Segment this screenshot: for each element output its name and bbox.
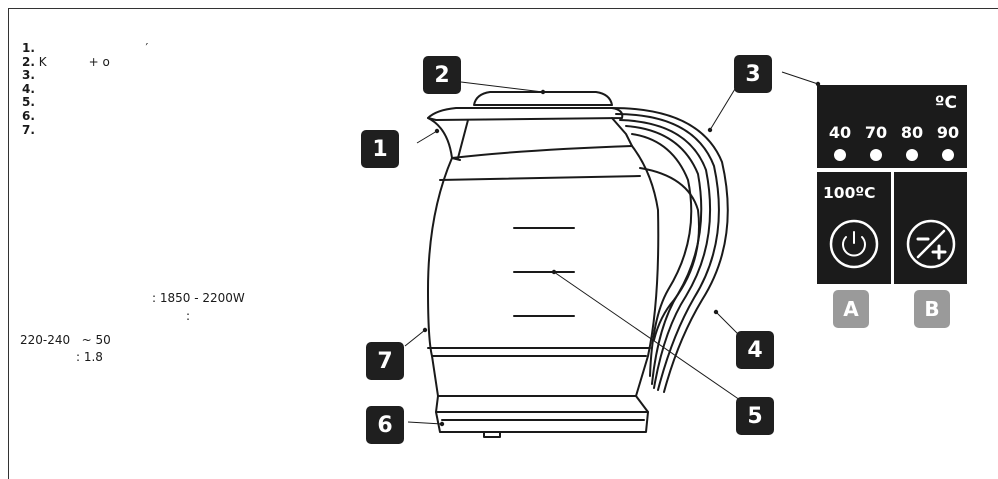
button-label-a: A — [833, 290, 869, 328]
callout-badge-7: 7 — [366, 342, 404, 380]
callout-badge-6: 6 — [366, 406, 404, 444]
frame-border — [8, 8, 998, 479]
handle — [611, 107, 729, 393]
spec-capacity: : 1.8 — [76, 350, 103, 364]
lid — [473, 91, 613, 106]
indicator-light — [859, 149, 893, 161]
callout-badge-1: 1 — [361, 130, 399, 168]
spout — [427, 117, 461, 161]
legend-item: 5. — [22, 95, 35, 110]
spec-power: : 1850 - 2200W — [152, 291, 245, 305]
power-icon — [829, 219, 879, 269]
indicator-light — [895, 149, 929, 161]
base — [435, 395, 649, 413]
boil-temperature-label: 100ºC — [823, 184, 876, 202]
unit-label: ºC — [934, 93, 957, 113]
legend-item: 7. — [22, 122, 35, 137]
callout-badge-5: 5 — [736, 397, 774, 435]
temperature-indicators — [823, 149, 965, 161]
indicator-light — [823, 149, 857, 161]
temperature-labels: 40 70 80 90 — [823, 123, 965, 142]
top-rim — [427, 107, 624, 121]
panel-divider — [891, 172, 894, 284]
temp-label: 40 — [828, 123, 852, 142]
temp-label: 90 — [936, 123, 960, 142]
legend-item: 3. — [22, 68, 35, 83]
callout-badge-2: 2 — [423, 56, 461, 94]
spec-colon: : — [186, 309, 191, 323]
legend-item: 6. — [22, 108, 35, 123]
legend-item: 1. ′ — [22, 41, 149, 55]
legend-item: 4. — [22, 81, 35, 96]
temp-label: 80 — [900, 123, 924, 142]
spec-voltage: 220-240 ~ 50 — [20, 333, 111, 347]
temp-label: 70 — [864, 123, 888, 142]
temperature-panel: ºC 40 70 80 90 — [817, 85, 967, 168]
button-label-b: B — [914, 290, 950, 328]
minus-plus-icon — [906, 219, 956, 269]
callout-badge-3: 3 — [734, 55, 772, 93]
indicator-light — [931, 149, 965, 161]
callout-badge-4: 4 — [736, 331, 774, 369]
parts-legend: 1. ′ 2. K + o 3. 4. 5. 6. 7. — [22, 41, 149, 137]
legend-item: 2. K + o — [22, 54, 110, 69]
